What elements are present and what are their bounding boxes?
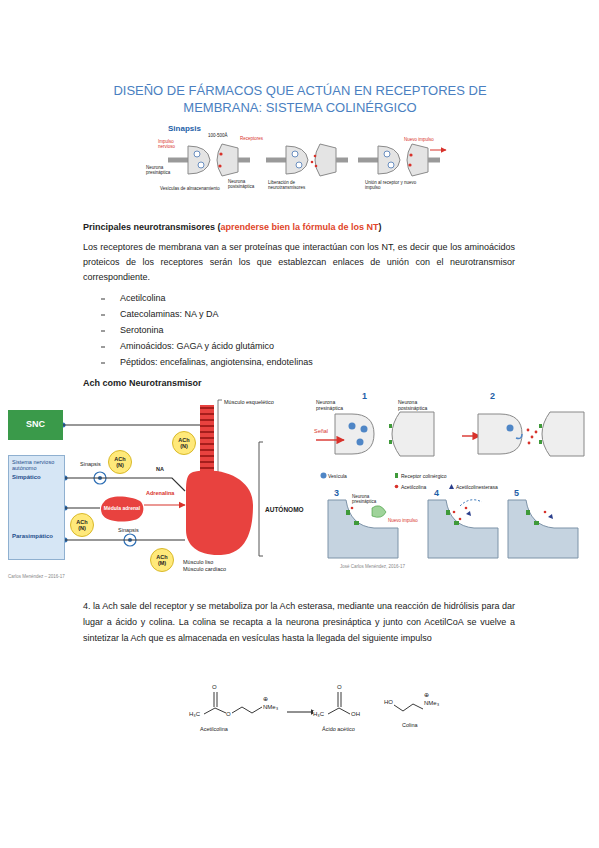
legend-swatch: [321, 473, 327, 479]
connector-label: Adrenalina: [146, 490, 174, 496]
text-label: Neurona postsináptica: [228, 179, 260, 189]
legend-swatch: [449, 484, 454, 489]
node-text: Músculo esquelético: [224, 399, 274, 405]
node-text: ACh (M): [153, 554, 171, 566]
legend-swatch: [393, 483, 400, 490]
callout-number: 3: [334, 488, 339, 498]
list-item: Péptidos: encefalinas, angiotensina, end…: [120, 357, 313, 367]
smooth-muscle: AUTÓNOMOMúsculo lisoMúsculo cardíaco: [185, 470, 255, 556]
text-label: Neurona presináptica: [146, 165, 184, 175]
atom-label: O: [337, 684, 342, 690]
body-paragraph: Los receptores de membrana van a ser pro…: [83, 240, 515, 285]
neurotransmitter-circle: ACh (N): [70, 513, 94, 537]
callout-number: 1: [362, 391, 367, 401]
text-label: Sinapsis: [118, 527, 139, 533]
adrenal-medulla: Médula adrenal: [100, 496, 144, 522]
text-label: Vesículas de almacenamiento: [160, 186, 220, 191]
watermark: José Carlos Menéndez, 2016-17: [340, 564, 405, 569]
legend-swatch: [393, 472, 400, 479]
section-heading: ): [379, 222, 382, 232]
legend-item: Acetilcolina: [393, 477, 426, 495]
list-item: Catecolaminas: NA y DA: [120, 309, 219, 319]
list-item: Aminoácidos: GAGA y ácido glutámico: [120, 341, 274, 351]
node-text: ACh (N): [175, 437, 193, 449]
list-item: Acetilcolina: [120, 293, 166, 303]
neurotransmitter-circle: ACh (N): [108, 450, 132, 474]
atom-label: H₃C: [189, 711, 200, 717]
callout-number: 5: [514, 488, 519, 498]
connector: [63, 424, 200, 425]
node-text: SNC: [26, 420, 45, 430]
body-paragraph: 4. la Ach sale del receptor y se metabol…: [83, 598, 515, 646]
legend-item: Vesícula: [320, 466, 347, 484]
text-label: Liberación de neurotransmisores: [268, 180, 316, 190]
legend-text: Vesícula: [328, 473, 347, 479]
text-label: Nuevo impulso: [404, 137, 434, 142]
callout-number: 4: [434, 488, 439, 498]
section-heading: Principales neurotransmisores (: [83, 222, 221, 232]
connector: [65, 539, 185, 540]
compound-name: Colina: [402, 722, 418, 728]
legend-text: Acetilcolinesterasa: [456, 484, 498, 490]
connector: [65, 507, 100, 508]
system-box: SNC: [8, 410, 63, 440]
node-outline: [101, 497, 143, 522]
skeletal-muscle: Músculo esquelético: [200, 405, 214, 473]
legend-swatch: [320, 472, 327, 479]
node-text: Sistema nervioso autónomo: [12, 459, 63, 471]
atom-label: H₃C: [313, 711, 324, 717]
charge-symbol: ⊕: [424, 692, 429, 698]
text-label: Impulso nervioso: [158, 139, 186, 149]
text-label: Neurona presináptica: [316, 400, 356, 412]
connector-label: NA: [156, 466, 164, 472]
legend-swatch: [395, 473, 398, 478]
charge-symbol: ⊕: [263, 696, 268, 702]
atom-label: NMe₃: [424, 700, 439, 706]
text-label: 100-500Å: [208, 133, 228, 138]
figure-title: Sinapsis: [168, 124, 201, 133]
legend-swatch: [395, 485, 399, 489]
text-label: Unión al receptor y nuevo impulso: [365, 180, 423, 190]
node-text: ACh (N): [73, 519, 91, 531]
nervous-system-panel: Sistema nervioso autónomoSimpáticoParasi…: [8, 455, 65, 560]
node-text: Simpático: [12, 474, 41, 481]
section-note: aprenderse bien la fórmula de los NT: [221, 222, 379, 232]
connector: [144, 504, 185, 505]
neurotransmitter-circle: ACh (M): [150, 548, 174, 572]
text-label: Receptores: [240, 136, 263, 141]
text-label: Señal: [314, 428, 328, 434]
node-text: Médula adrenal: [104, 506, 140, 512]
node-text: Músculo cardíaco: [183, 566, 226, 572]
text-label: Nuevo impulso: [388, 518, 418, 523]
callout-number: 2: [490, 391, 495, 401]
text-label: Neurona postsináptica: [398, 400, 444, 412]
legend-item: Acetilcolinesterasa: [448, 477, 498, 495]
atom-label: NMe₃: [263, 704, 278, 710]
compound-name: Acetilcolina: [200, 726, 228, 732]
list-item: Serotonina: [120, 325, 164, 335]
node-outline: [185, 470, 255, 556]
node-text: Parasimpático: [12, 533, 53, 540]
node-outline: [186, 471, 253, 555]
legend-text: Acetilcolina: [401, 484, 426, 490]
node-text: ACh (N): [111, 456, 129, 468]
node-text: Músculo liso: [183, 559, 213, 565]
legend-text: Receptor colinérgico: [401, 473, 447, 479]
atom-label: O: [226, 711, 231, 717]
text-label: Neurona presináptica: [352, 494, 386, 504]
legend-item: Receptor colinérgico: [393, 466, 447, 484]
neurotransmitter-circle: ACh (N): [172, 431, 196, 455]
section-heading: Ach como Neurotransmisor: [83, 378, 202, 388]
node-text: AUTÓNOMO: [265, 506, 304, 513]
page-title: DISEÑO DE FÁRMACOS QUE ACTÚAN EN RECEPTO…: [90, 82, 510, 116]
watermark: Carlos Menéndez – 2016-17: [8, 574, 65, 579]
atom-label: O: [212, 684, 217, 690]
atom-label: OH: [351, 711, 360, 717]
text-label: Sinapsis: [80, 461, 101, 467]
legend-swatch: [448, 483, 455, 490]
atom-label: HO: [384, 699, 393, 705]
compound-name: Ácido acético: [322, 726, 355, 732]
